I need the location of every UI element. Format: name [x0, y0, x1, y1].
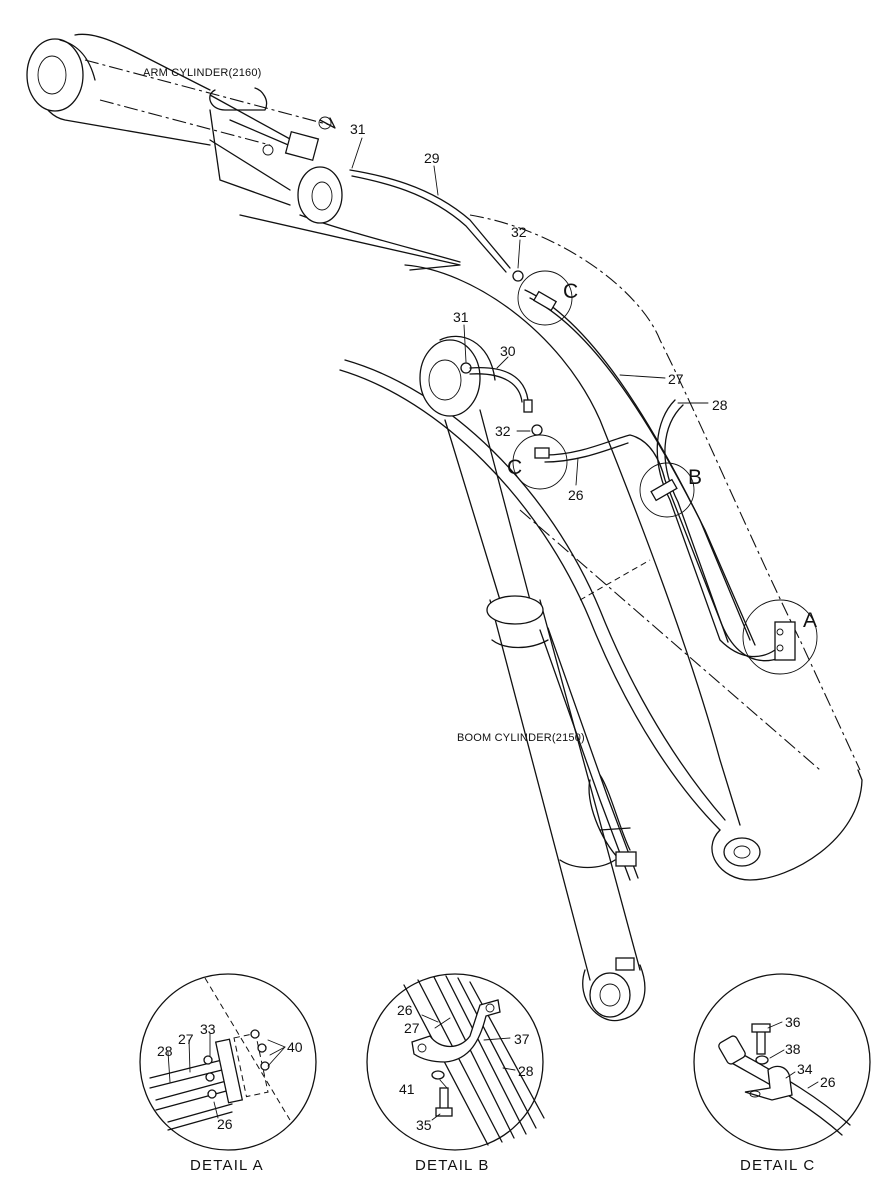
detail-a [139, 973, 317, 1151]
detail-a-label-27: 27 [178, 1031, 194, 1047]
detail-c-label-26: 26 [820, 1074, 836, 1090]
detail-b-label-37: 37 [514, 1031, 530, 1047]
detail-b-label-27: 27 [404, 1020, 420, 1036]
detail-marker-c-mid: C [507, 456, 522, 479]
callout-31-top: 31 [350, 121, 366, 137]
detail-circle-c-mid [512, 434, 568, 490]
detail-c [693, 973, 871, 1151]
callout-32-top: 32 [511, 224, 527, 240]
arm-cylinder [26, 33, 343, 224]
detail-b-label-28: 28 [518, 1063, 534, 1079]
detail-c-label-36: 36 [785, 1014, 801, 1030]
detail-marker-b: B [688, 466, 702, 489]
detail-b-title: DETAIL B [415, 1157, 490, 1174]
detail-b-label-35: 35 [416, 1117, 432, 1133]
callout-31-mid: 31 [453, 309, 469, 325]
detail-a-label-40: 40 [287, 1039, 303, 1055]
boom-cylinder [419, 335, 646, 1022]
detail-c-label-38: 38 [785, 1041, 801, 1057]
detail-circle-b [639, 462, 695, 518]
detail-c-title: DETAIL C [740, 1157, 815, 1174]
detail-circle-a [742, 599, 818, 675]
arm-structure [239, 214, 863, 881]
detail-a-label-33: 33 [200, 1021, 216, 1037]
boom-cylinder-caption: BOOM CYLINDER(2150) [457, 732, 585, 744]
callout-29: 29 [424, 150, 440, 166]
detail-circle-c-top [517, 270, 573, 326]
pipes [349, 169, 796, 662]
detail-b [366, 973, 545, 1151]
detail-b-label-41: 41 [399, 1081, 415, 1097]
callout-28: 28 [712, 397, 728, 413]
leader-lines [351, 137, 709, 486]
detail-c-label-34: 34 [797, 1061, 813, 1077]
callout-26: 26 [568, 487, 584, 503]
arm-cylinder-caption: ARM CYLINDER(2160) [143, 67, 262, 79]
detail-a-label-26: 26 [217, 1116, 233, 1132]
detail-a-label-28: 28 [157, 1043, 173, 1059]
callout-30: 30 [500, 343, 516, 359]
detail-marker-c-top: C [563, 280, 578, 303]
callout-32-mid: 32 [495, 423, 511, 439]
detail-marker-a: A [803, 609, 817, 632]
detail-a-title: DETAIL A [190, 1157, 264, 1174]
detail-b-label-26: 26 [397, 1002, 413, 1018]
callout-27: 27 [668, 371, 684, 387]
